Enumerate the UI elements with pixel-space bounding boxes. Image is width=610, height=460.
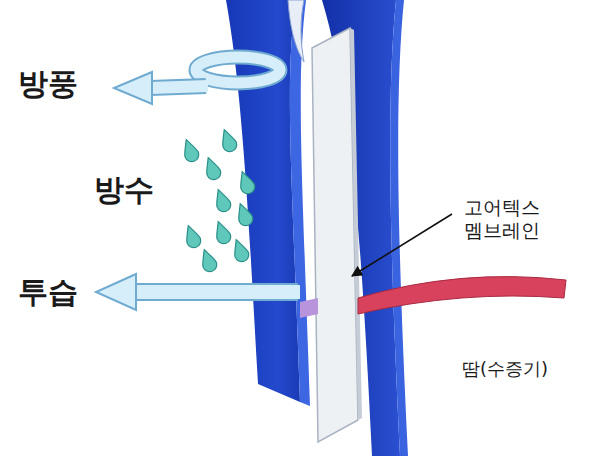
part-label: 땀(수증기) <box>462 358 602 380</box>
inner-fabric-edge <box>390 0 408 456</box>
outer-fabric-curl <box>288 0 304 62</box>
breathable-arrow <box>96 274 300 310</box>
vapour-band-outside <box>358 277 566 314</box>
property-label: 방수 <box>94 172 184 208</box>
property-label: 방풍 <box>18 66 108 102</box>
outer-fabric-edge <box>290 0 310 406</box>
water-droplets <box>180 127 257 273</box>
property-label: 투습 <box>18 274 94 310</box>
membrane-edge <box>350 28 362 420</box>
part-label: 고어텍스 멤브레인 <box>452 196 552 242</box>
windproof-arrow <box>114 57 280 104</box>
leader-line <box>352 214 452 276</box>
vapour-band-through <box>300 298 318 318</box>
membrane <box>312 28 358 442</box>
